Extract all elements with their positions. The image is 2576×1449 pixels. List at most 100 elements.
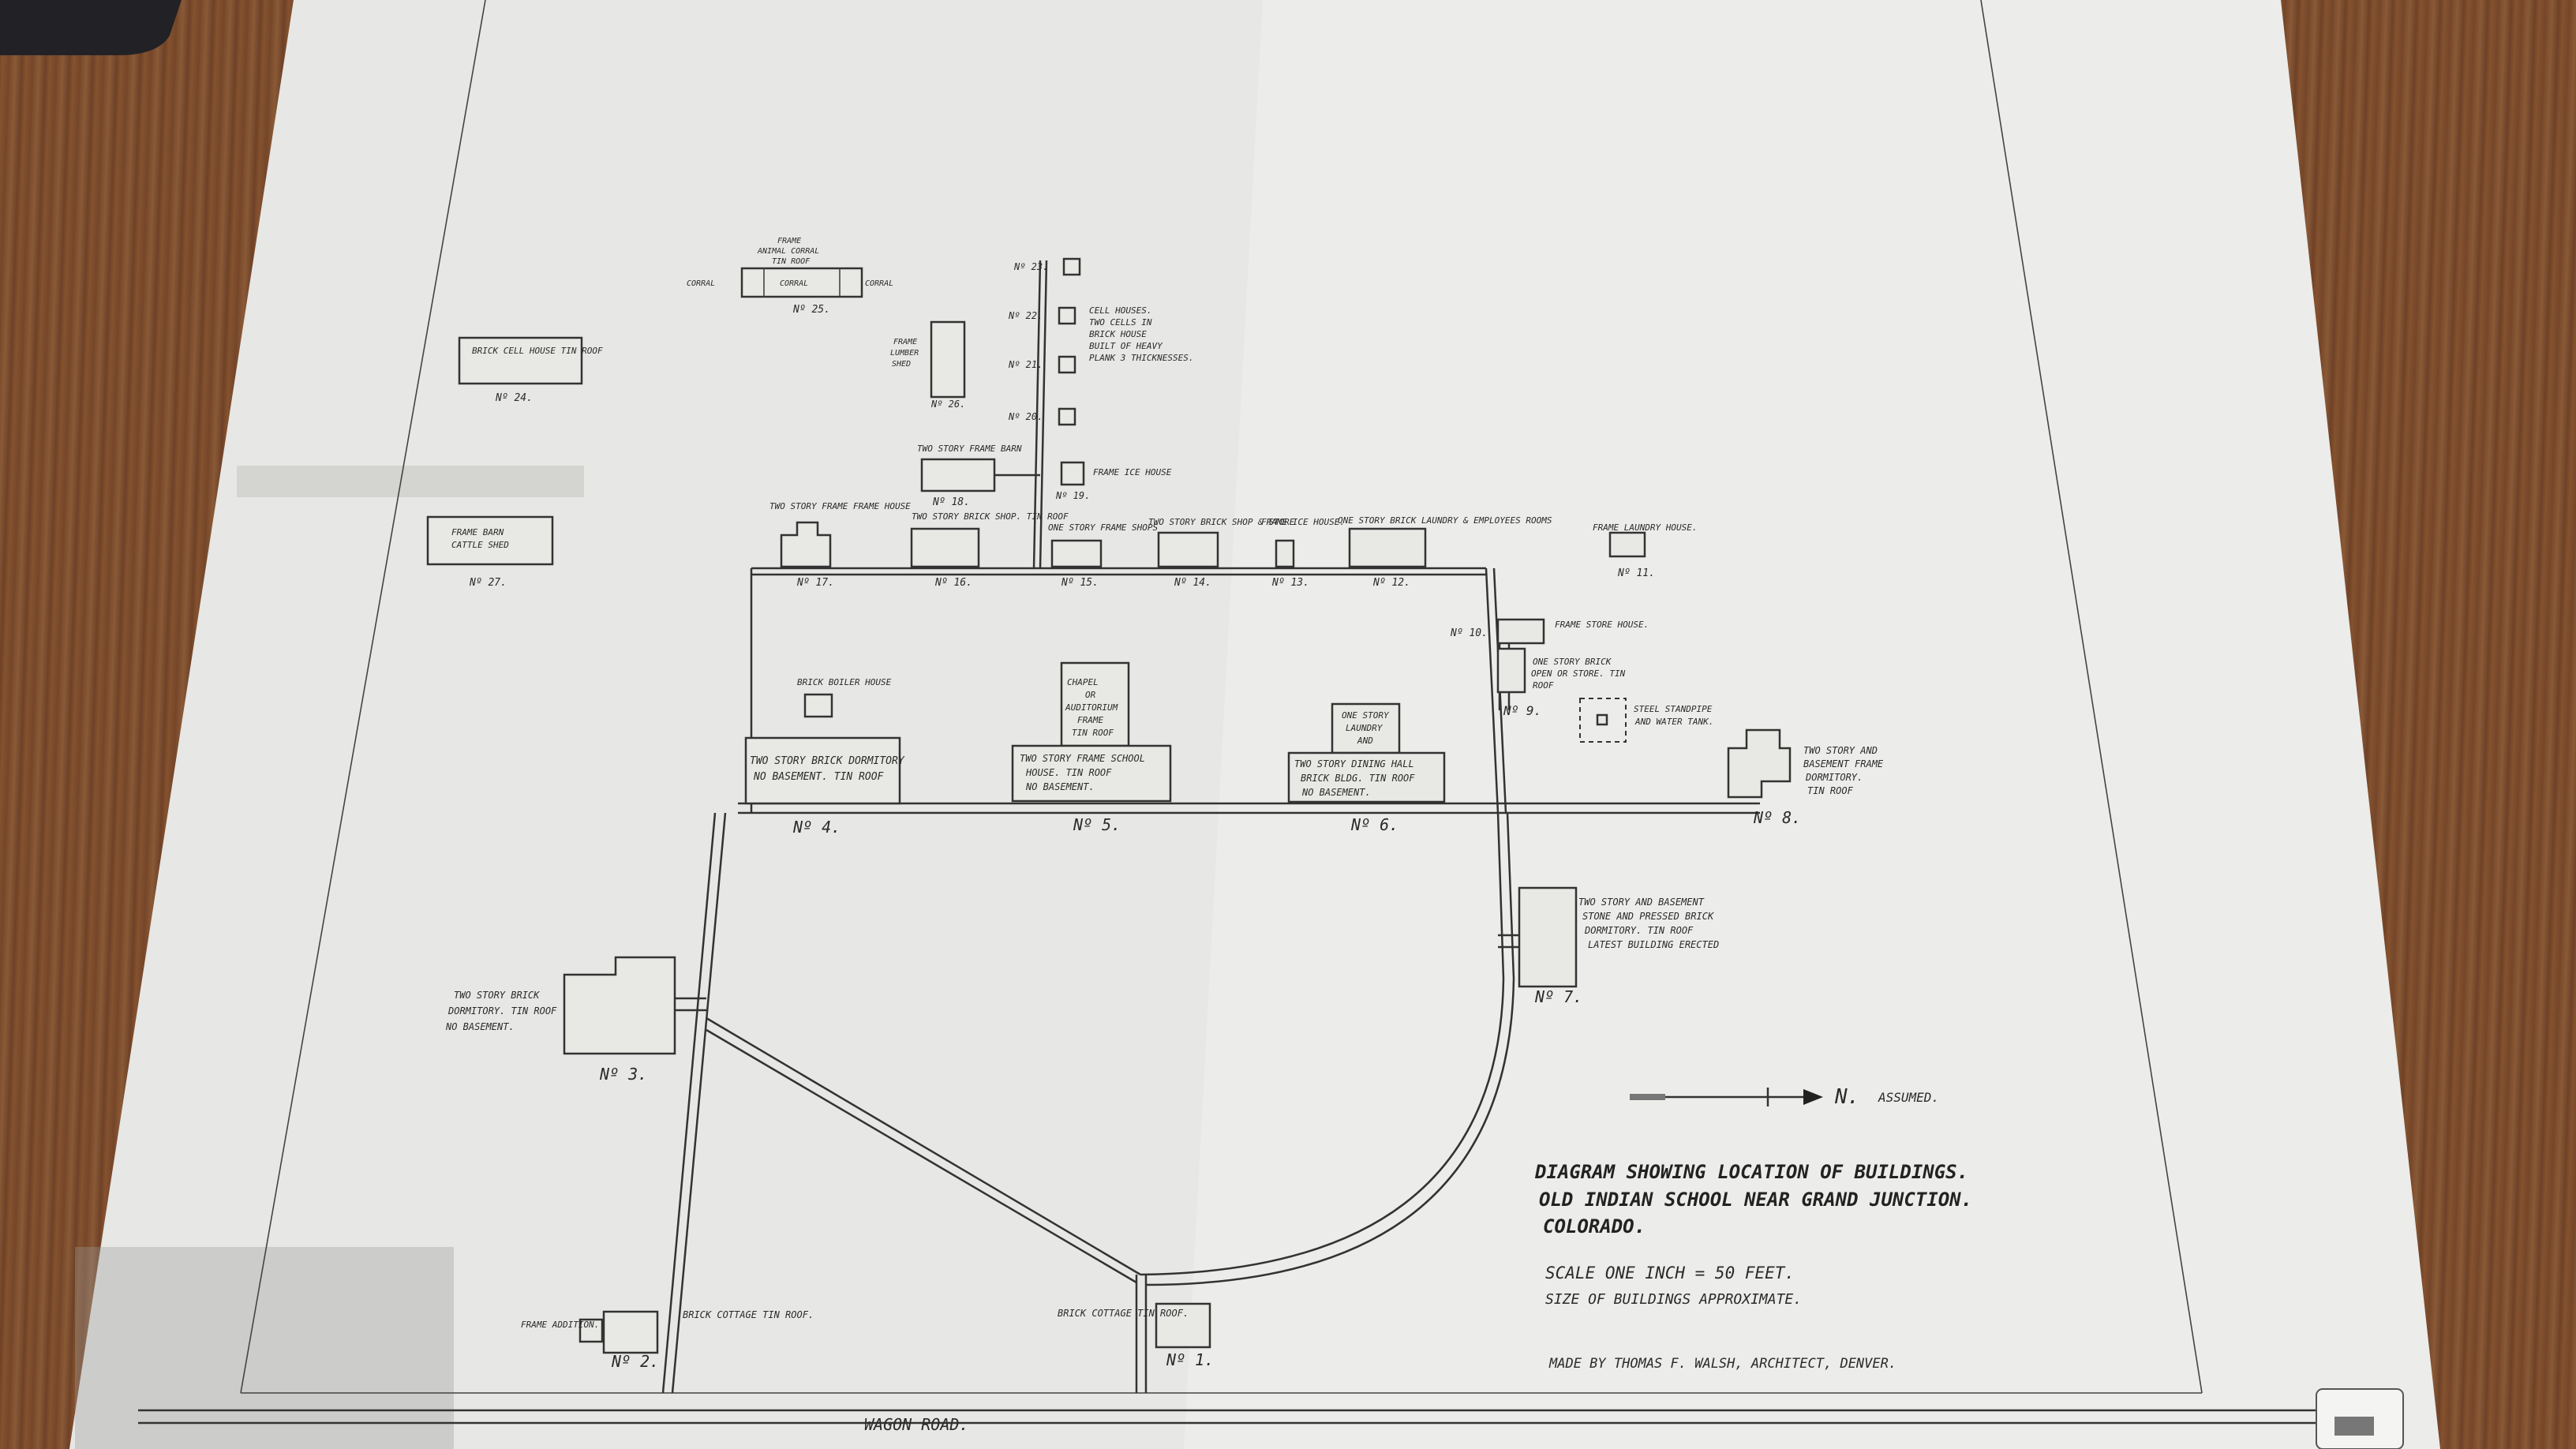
building-24-desc: BRICK CELL HOUSE TIN ROOF bbox=[472, 346, 603, 356]
building-5: CHAPEL OR AUDITORIUM FRAME TIN ROOF TWO … bbox=[1011, 661, 1172, 834]
building-9-shape bbox=[1496, 647, 1526, 694]
road-west bbox=[671, 812, 727, 1394]
barcode-icon bbox=[2334, 1417, 2374, 1436]
smudge bbox=[75, 1247, 454, 1449]
building-17-shape bbox=[780, 521, 832, 568]
building-8-desc: TWO STORY AND bbox=[1803, 745, 1878, 756]
building-15-number: Nº 15. bbox=[1061, 577, 1099, 589]
building-10: FRAME STORE HOUSE. Nº 10. bbox=[1450, 618, 1649, 645]
border-left bbox=[240, 0, 486, 1394]
cell-house-note: PLANK 3 THICKNESSES. bbox=[1089, 353, 1193, 363]
building-7-shape bbox=[1518, 886, 1578, 988]
building-21-number: Nº 21. bbox=[1008, 359, 1043, 370]
title-line-1: DIAGRAM SHOWING LOCATION OF BUILDINGS. bbox=[1534, 1161, 1968, 1183]
cell-house-note: TWO CELLS IN bbox=[1089, 317, 1152, 328]
building-10-shape bbox=[1496, 618, 1545, 645]
building-5-chapel-label: FRAME bbox=[1077, 715, 1103, 725]
building-15-desc: ONE STORY FRAME SHOPS bbox=[1048, 522, 1158, 533]
building-27-desc: CATTLE SHED bbox=[451, 540, 509, 550]
building-7-desc: LATEST BUILDING ERECTED bbox=[1588, 939, 1719, 950]
building-11-number: Nº 11. bbox=[1617, 567, 1655, 579]
building-5-chapel-label: CHAPEL bbox=[1067, 677, 1099, 687]
water-tower-desc: STEEL STANDPIPE bbox=[1634, 704, 1713, 714]
building-7-desc: DORMITORY. TIN ROOF bbox=[1584, 925, 1694, 936]
building-16-number: Nº 16. bbox=[934, 577, 972, 589]
building-19-number: Nº 19. bbox=[1055, 490, 1090, 501]
building-11-desc: FRAME LAUNDRY HOUSE. bbox=[1593, 522, 1697, 533]
building-7-number: Nº 7. bbox=[1534, 987, 1582, 1006]
building-8-shape bbox=[1727, 728, 1792, 799]
building-5-chapel-label: AUDITORIUM bbox=[1065, 702, 1118, 713]
building-16: TWO STORY BRICK SHOP. TIN ROOF Nº 16. bbox=[910, 511, 1069, 589]
wagon-road-label: WAGON ROAD. bbox=[864, 1415, 968, 1434]
size-note: SIZE OF BUILDINGS APPROXIMATE. bbox=[1545, 1291, 1802, 1308]
building-17-number: Nº 17. bbox=[796, 577, 834, 589]
north-arrow-head bbox=[1803, 1089, 1823, 1105]
building-19-desc: FRAME ICE HOUSE bbox=[1093, 467, 1172, 477]
building-24-number: Nº 24. bbox=[495, 392, 533, 404]
building-13-desc: FRAME ICE HOUSE. bbox=[1261, 517, 1345, 527]
building-27-shape bbox=[426, 515, 554, 566]
building-8-desc: DORMITORY. bbox=[1805, 772, 1863, 783]
building-12-shape bbox=[1348, 527, 1427, 568]
building-6-shape bbox=[1287, 751, 1446, 803]
building-14-number: Nº 14. bbox=[1174, 577, 1211, 589]
cell-house-note: BUILT OF HEAVY bbox=[1089, 341, 1163, 351]
building-25-label: CORRAL bbox=[865, 279, 893, 288]
building-6-desc: BRICK BLDG. TIN ROOF bbox=[1301, 773, 1415, 784]
building-1-desc: BRICK COTTAGE TIN ROOF. bbox=[1058, 1308, 1189, 1319]
building-17: TWO STORY FRAME FRAME HOUSE Nº 17. bbox=[769, 501, 911, 589]
building-6-annex-label: LAUNDRY bbox=[1346, 723, 1383, 733]
building-2-number: Nº 2. bbox=[611, 1352, 659, 1371]
cell-house-note: BRICK HOUSE bbox=[1089, 329, 1147, 339]
building-6-annex-label: ONE STORY bbox=[1342, 710, 1390, 721]
building-27: FRAME BARN CATTLE SHED Nº 27. bbox=[426, 515, 554, 589]
building-5-desc: TWO STORY FRAME SCHOOL bbox=[1020, 753, 1145, 764]
building-25-label: CORRAL bbox=[780, 279, 808, 288]
building-17-desc: TWO STORY FRAME FRAME HOUSE bbox=[769, 501, 911, 511]
building-7-desc: STONE AND PRESSED BRICK bbox=[1582, 911, 1714, 922]
building-6-number: Nº 6. bbox=[1350, 815, 1398, 834]
building-20-number: Nº 20. bbox=[1008, 411, 1043, 422]
building-5-number: Nº 5. bbox=[1073, 815, 1121, 834]
building-4-house bbox=[803, 693, 833, 718]
building-16-desc: TWO STORY BRICK SHOP. TIN ROOF bbox=[912, 511, 1069, 522]
building-26: FRAME LUMBER SHED Nº 26. bbox=[890, 320, 965, 410]
building-8-desc: TIN ROOF bbox=[1807, 785, 1854, 796]
border-right bbox=[1980, 0, 2203, 1394]
north-label: N. bbox=[1834, 1085, 1859, 1109]
building-18-number: Nº 18. bbox=[932, 496, 970, 508]
building-25-number: Nº 25. bbox=[792, 304, 830, 316]
building-3-desc: DORMITORY. TIN ROOF bbox=[447, 1005, 557, 1017]
road-diagonal bbox=[706, 1017, 1141, 1276]
building-22-shape bbox=[1058, 306, 1076, 325]
building-4-number: Nº 4. bbox=[792, 818, 841, 837]
building-9-desc: ROOF bbox=[1533, 680, 1554, 691]
road-curve bbox=[1140, 812, 1505, 1276]
building-5-desc: NO BASEMENT. bbox=[1025, 781, 1095, 792]
road-west bbox=[661, 812, 717, 1394]
building-16-shape bbox=[910, 527, 980, 568]
building-9-desc: ONE STORY BRICK bbox=[1533, 657, 1612, 667]
smudge bbox=[237, 466, 584, 497]
building-14: TWO STORY BRICK SHOP & STORE Nº 14. bbox=[1148, 517, 1295, 589]
building-25: FRAME ANIMAL CORRAL TIN ROOF CORRAL CORR… bbox=[687, 237, 893, 316]
building-9-desc: OPEN OR STORE. TIN bbox=[1531, 668, 1626, 679]
building-4-shape bbox=[744, 736, 901, 805]
building-8-desc: BASEMENT FRAME bbox=[1803, 758, 1884, 769]
building-1-shape bbox=[1155, 1302, 1211, 1349]
building-24-shape bbox=[458, 336, 583, 385]
building-3-desc: TWO STORY BRICK bbox=[454, 990, 540, 1001]
building-9-number: Nº 9. bbox=[1503, 703, 1541, 718]
building-18: TWO STORY FRAME BARN Nº 18. bbox=[917, 444, 1022, 508]
building-23-number: Nº 23. bbox=[1013, 261, 1048, 272]
building-13: FRAME ICE HOUSE. Nº 13. bbox=[1261, 517, 1345, 589]
building-21-shape bbox=[1058, 355, 1076, 374]
building-1-number: Nº 1. bbox=[1166, 1350, 1214, 1369]
building-4-house-label: BRICK BOILER HOUSE bbox=[797, 677, 892, 687]
building-19: FRAME ICE HOUSE Nº 19. bbox=[1055, 461, 1172, 501]
building-2-addition bbox=[578, 1318, 604, 1343]
north-arrow-hatch bbox=[1630, 1094, 1665, 1100]
building-2-shape bbox=[602, 1310, 659, 1354]
road-diagonal bbox=[706, 1028, 1137, 1284]
